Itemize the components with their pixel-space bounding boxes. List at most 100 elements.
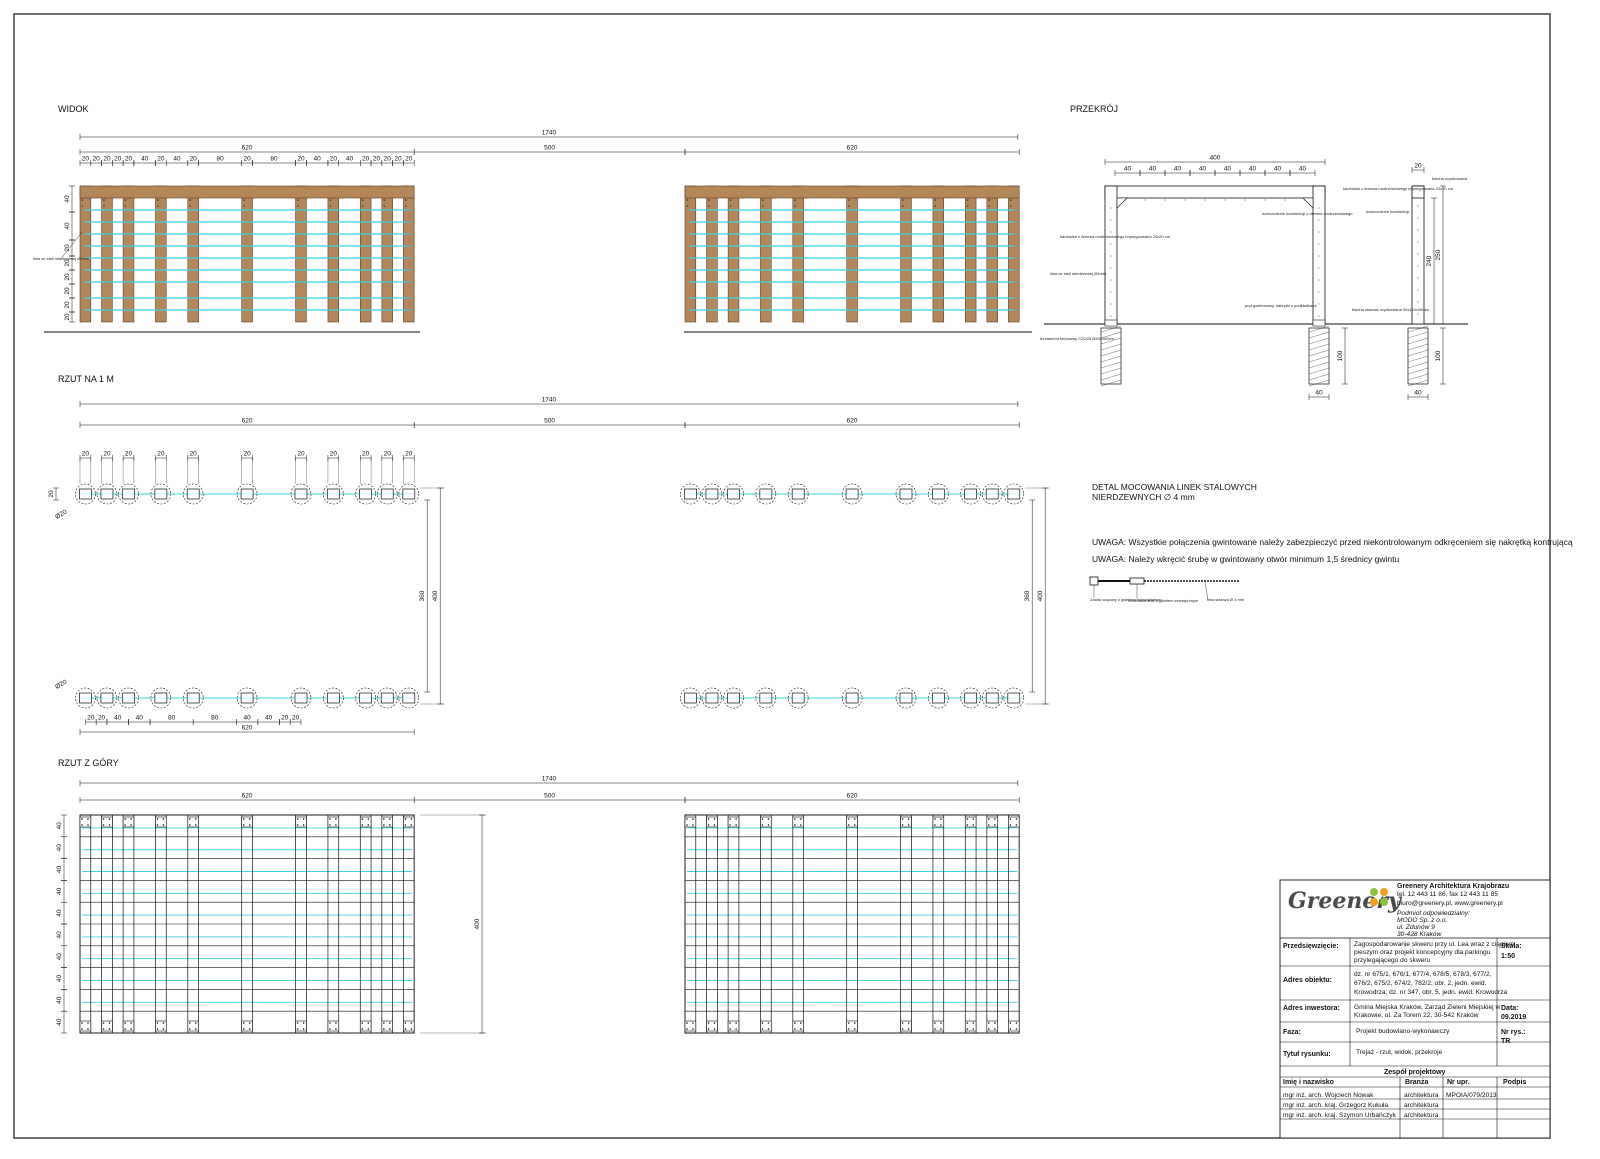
dim-seg-14-label: 20 [330, 156, 338, 163]
plan-left-small-label: 20 [48, 490, 55, 498]
bolt-dot [907, 1028, 910, 1030]
dim-seg-4-label: 20 [125, 156, 133, 163]
vdim-side-6-label: 20 [64, 301, 71, 309]
plan-right-label: 620 [847, 418, 858, 425]
detail-label-a: Zacisk wąsowy z gwintem wewnętrznym [1090, 597, 1162, 602]
foundation-circle [323, 687, 344, 709]
sec-seg-2-label: 40 [1174, 166, 1182, 173]
top-post-head [155, 1020, 167, 1032]
vdim-side-2-label: 20 [64, 244, 71, 252]
bolt-dot [934, 205, 937, 207]
top-post-head [932, 1020, 945, 1032]
foundation-circle [75, 687, 96, 709]
plan-top-seg-5-label: 20 [243, 451, 251, 458]
bolt-dot [848, 205, 850, 207]
bolt-dot [410, 1022, 413, 1024]
detail-title-2: NIERDZEWNYCH ∅ 4 mm [1092, 492, 1195, 502]
bolt-dot [794, 199, 796, 201]
bolt-dot [297, 205, 299, 207]
cable-dot [1110, 207, 1112, 209]
bolt-dot [296, 818, 299, 820]
bolt-dot [162, 824, 165, 826]
top-post-head [295, 1020, 307, 1032]
section-label-6: fundament betonowy C20/25 Ø40x100cm [1040, 336, 1114, 341]
widok-left-trellis [79, 185, 415, 323]
bolt-dot [966, 818, 969, 820]
top-post-head [327, 816, 340, 828]
top-post-strip-2 [727, 814, 740, 1034]
bolt-dot [335, 818, 337, 820]
wood-post-10 [1008, 185, 1020, 323]
cable-dot [1417, 301, 1419, 303]
bolt-dot [1009, 1022, 1012, 1024]
detail-label-c: linia stalowa Ø 4 mm [1207, 597, 1245, 602]
bolt-dot [103, 205, 105, 207]
bolt-dot [966, 205, 969, 207]
bolt-dot [189, 1022, 191, 1024]
top-post-strip-6 [900, 814, 912, 1034]
bolt-dot [686, 1028, 688, 1030]
hatch [1308, 367, 1330, 375]
top-post-head [79, 816, 92, 828]
wood-post-7 [932, 185, 945, 323]
bolt-dot [994, 824, 996, 826]
plan-bot-seg-7-label: 40 [265, 715, 273, 722]
dim-seg-6-label: 20 [157, 156, 165, 163]
sec-seg-5-label: 40 [1249, 166, 1257, 173]
vdim-side-4-label: 20 [64, 273, 71, 281]
bolt-dot [87, 824, 89, 826]
plan-top-seg-2-label: 20 [125, 451, 133, 458]
wood-post-2 [122, 185, 135, 323]
bolt-dot [361, 199, 364, 201]
wood-post-8 [964, 185, 977, 323]
foundation-circle [680, 483, 701, 505]
dim-seg-15-label: 40 [346, 156, 354, 163]
company-tel: tel. 12 443 11 86, fax 12 443 11 85 [1397, 891, 1498, 898]
bolt-dot [686, 824, 688, 826]
greenery-logo-icon [1370, 888, 1388, 906]
cable-dot [1417, 217, 1419, 219]
sec-foot-h2-label: 100 [1435, 350, 1442, 361]
hatch [1407, 355, 1429, 363]
team-name-0: mgr inż. arch. Wojciech Nowak [1283, 1092, 1374, 1099]
section-label-3: kantówka z drewna modrzewiowego impregno… [1343, 186, 1454, 191]
bolt-dot [994, 1022, 996, 1024]
cable-dot [1318, 207, 1320, 209]
section-label-1: kantówka z drewna modrzewiowego impregno… [1060, 234, 1171, 239]
plan-bot-seg-1-label: 20 [98, 715, 106, 722]
bolt-dot [761, 1022, 764, 1024]
rzut1m-title: RZUT NA 1 M [58, 374, 114, 384]
hatch [1407, 325, 1429, 333]
hatch [1308, 361, 1330, 369]
bolt-dot [767, 1028, 770, 1030]
foundation-circle [290, 483, 312, 505]
cable-dot [1110, 255, 1112, 257]
top-right-label: 620 [847, 793, 858, 800]
foundation-circle [723, 687, 744, 709]
bolt-dot [767, 824, 770, 826]
foundation-circle [981, 483, 1003, 505]
foundation-circle [701, 483, 723, 505]
top-row-5-label: 40 [56, 931, 63, 939]
bolt-dot [361, 205, 364, 207]
bolt-dot [361, 1028, 364, 1030]
bolt-dot [966, 199, 969, 201]
bolt-dot [729, 205, 732, 207]
bolt-dot [767, 1022, 770, 1024]
dim-seg-12-label: 20 [297, 156, 305, 163]
bolt-dot [1009, 199, 1012, 201]
foundation-circle [376, 483, 398, 505]
bolt-dot [404, 199, 407, 201]
bolt-dot [735, 1028, 737, 1030]
bolt-dot [800, 824, 802, 826]
bolt-dot [189, 205, 191, 207]
team-nr-0: MPOIA/079/2013 [1446, 1092, 1497, 1099]
foundation-circle [150, 483, 172, 505]
top-row-9-label: 40 [56, 1018, 63, 1026]
foundation-circle [895, 687, 917, 709]
cable-dot [1110, 243, 1112, 245]
cable-dot [1184, 199, 1186, 201]
